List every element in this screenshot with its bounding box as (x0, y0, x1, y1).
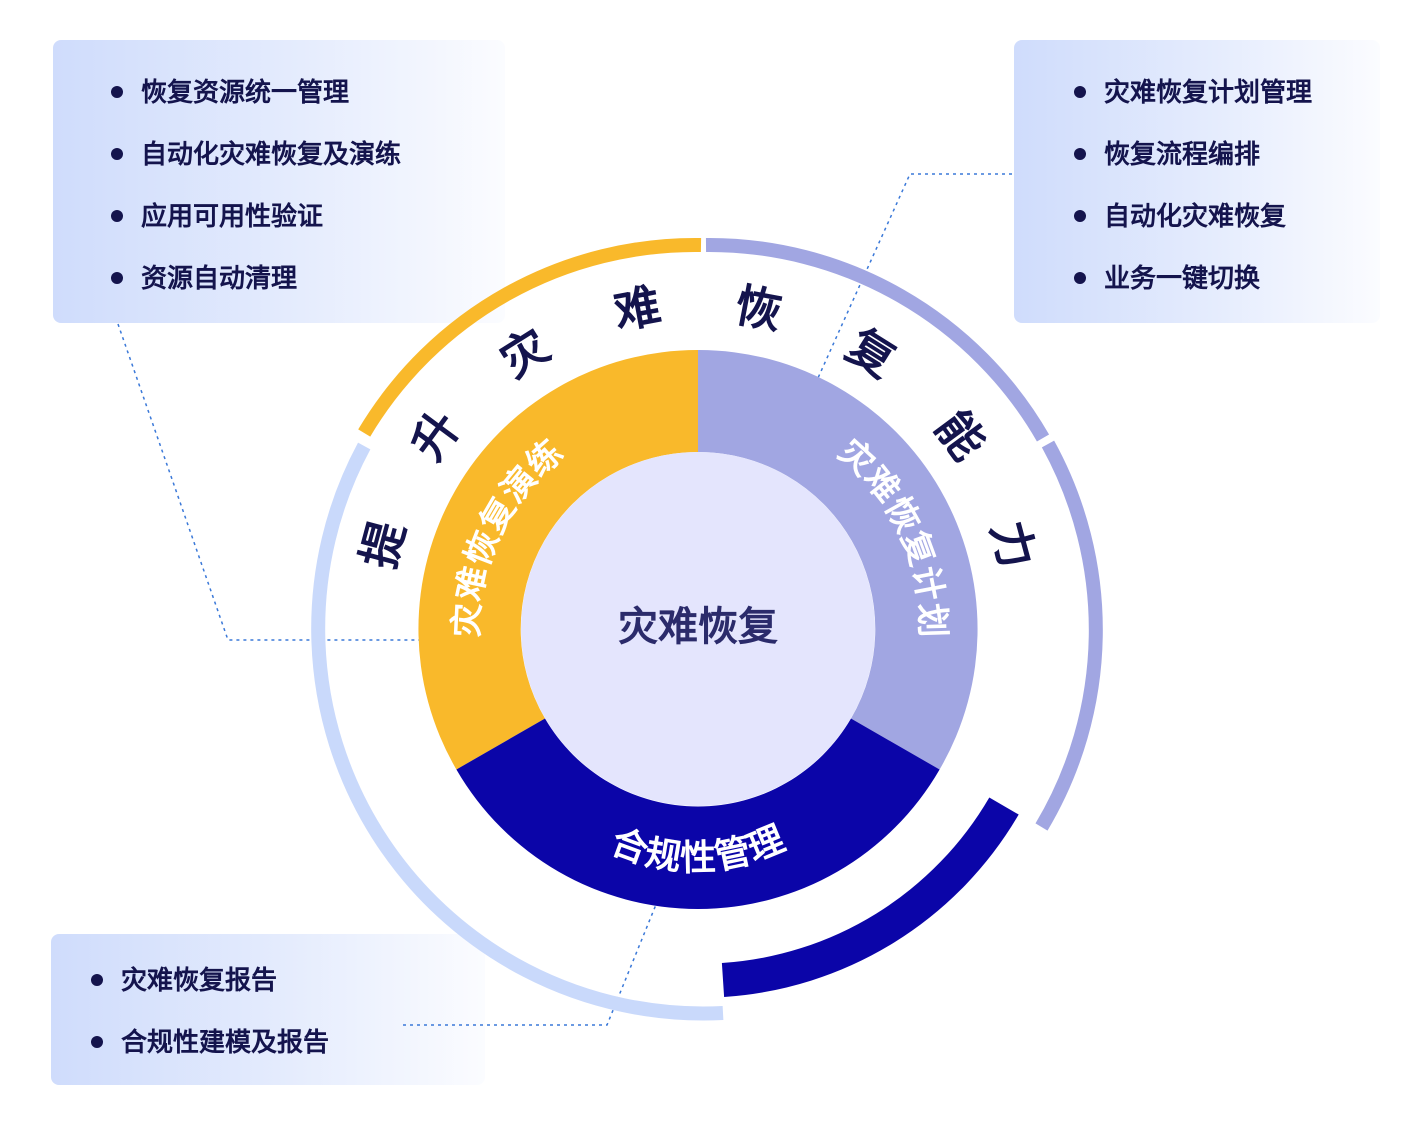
bullet-icon (91, 1036, 103, 1048)
bullet-icon (91, 974, 103, 986)
ring-title-char: 灾 (491, 319, 558, 387)
ring-title-char: 恢 (731, 279, 786, 339)
bullet-icon (111, 210, 123, 222)
plan-feature-item: 自动化灾难恢复 (1074, 196, 1312, 258)
center-circle (521, 452, 875, 806)
outer-arc-plan-side (1035, 440, 1103, 831)
segment-drill (418, 349, 698, 770)
outer-arc-plan-top (705, 237, 1050, 442)
segment-compliance (456, 718, 940, 909)
connector-plan (789, 173, 1012, 441)
connector-compliance (403, 879, 667, 1026)
outer-arc-compliance (721, 797, 1019, 997)
plan-feature-label: 自动化灾难恢复 (1104, 201, 1287, 231)
plan-feature-label: 业务一键切换 (1104, 263, 1261, 293)
bullet-icon (1074, 272, 1086, 284)
bullet-icon (1074, 148, 1086, 160)
ring-title-char: 升 (401, 401, 470, 469)
drill-feature-item: 应用可用性验证 (111, 196, 401, 258)
bullet-icon (1074, 86, 1086, 98)
outer-arc-drill (358, 237, 702, 437)
donut-segments (418, 349, 978, 909)
plan-feature-label: 恢复流程编排 (1104, 139, 1261, 169)
compliance-feature-label: 合规性建模及报告 (121, 1027, 330, 1057)
plan-feature-label: 灾难恢复计划管理 (1104, 77, 1313, 107)
ring-title-char: 复 (838, 319, 905, 387)
outer-arc-light (311, 442, 724, 1021)
drill-feature-label: 自动化灾难恢复及演练 (141, 139, 402, 169)
drill-feature-item: 自动化灾难恢复及演练 (111, 134, 401, 196)
drill-features-panel: 恢复资源统一管理 自动化灾难恢复及演练 应用可用性验证 资源自动清理 (53, 40, 505, 323)
plan-features-panel: 灾难恢复计划管理 恢复流程编排 自动化灾难恢复 业务一键切换 (1014, 40, 1380, 323)
drill-feature-label: 应用可用性验证 (141, 201, 324, 231)
connector-drill (117, 323, 442, 641)
center-label: 灾难恢复 (618, 605, 778, 649)
connector-lines (117, 173, 1012, 1026)
ring-title-char: 提 (352, 516, 414, 574)
drill-feature-label: 资源自动清理 (141, 263, 298, 293)
drill-feature-item: 恢复资源统一管理 (111, 72, 401, 134)
ring-title-char: 能 (926, 401, 995, 469)
ring-title-char: 难 (610, 279, 665, 339)
ring-title-char: 力 (982, 516, 1044, 574)
plan-feature-item: 业务一键切换 (1074, 258, 1312, 320)
compliance-feature-label: 灾难恢复报告 (121, 965, 278, 995)
outer-arcs (311, 237, 1103, 1021)
plan-feature-item: 灾难恢复计划管理 (1074, 72, 1312, 134)
plan-feature-item: 恢复流程编排 (1074, 134, 1312, 196)
compliance-feature-item: 合规性建模及报告 (91, 1022, 329, 1084)
drill-feature-item: 资源自动清理 (111, 258, 401, 320)
segment-plan (698, 349, 978, 770)
bullet-icon (111, 86, 123, 98)
compliance-feature-item: 灾难恢复报告 (91, 960, 329, 1022)
bullet-icon (111, 148, 123, 160)
bullet-icon (1074, 210, 1086, 222)
drill-feature-label: 恢复资源统一管理 (141, 77, 350, 107)
bullet-icon (111, 272, 123, 284)
compliance-features-panel: 灾难恢复报告 合规性建模及报告 (51, 934, 485, 1085)
